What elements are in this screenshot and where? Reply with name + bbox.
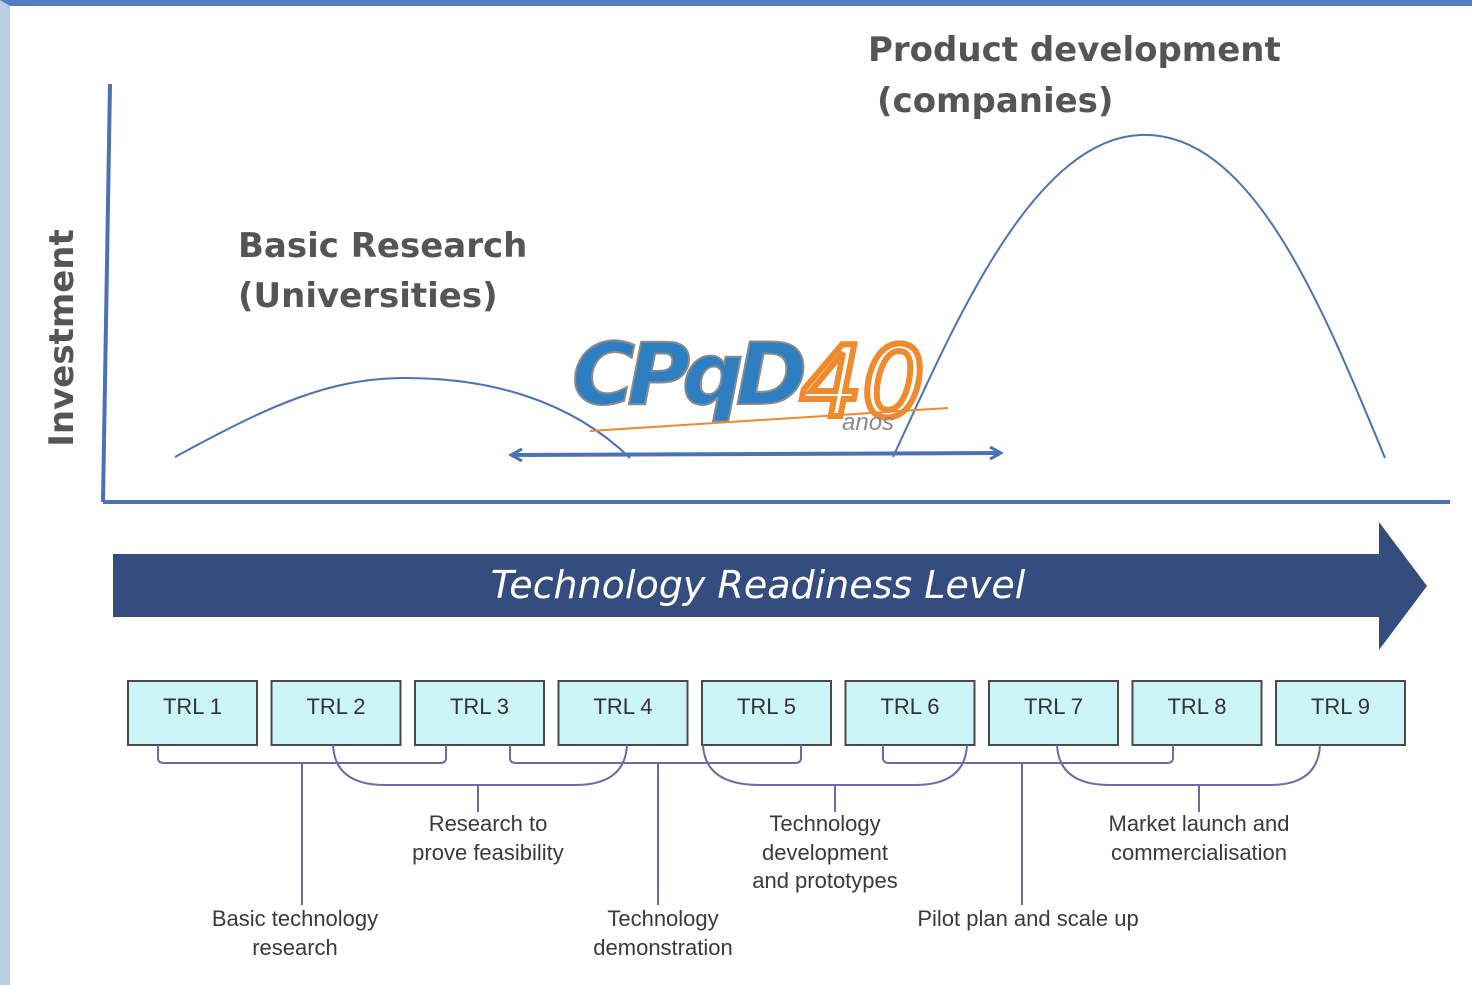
stage-research-prove-1: Research to bbox=[429, 811, 548, 836]
stage-tech-demo-1: Technology bbox=[607, 906, 718, 931]
stage-market-1: Market launch and bbox=[1109, 811, 1290, 836]
y-axis bbox=[101, 83, 112, 503]
bracket-trl6-8 bbox=[882, 745, 1174, 764]
stage-tech-dev-3: and prototypes bbox=[752, 868, 898, 893]
stage-tech-demo-2: demonstration bbox=[593, 935, 732, 960]
trl-box-label-9: TRL 9 bbox=[1311, 694, 1370, 719]
bracket-trl1-2 bbox=[157, 745, 447, 764]
bracket-trl7-9 bbox=[1056, 744, 1321, 786]
trl-box-label-4: TRL 4 bbox=[593, 694, 652, 719]
trl-box-label-1: TRL 1 bbox=[163, 694, 222, 719]
trl-box-4 bbox=[557, 680, 689, 746]
stage-research-prove-2: prove feasibility bbox=[412, 840, 564, 865]
stage-market-2: commercialisation bbox=[1111, 840, 1287, 865]
trl-box-label-5: TRL 5 bbox=[737, 694, 796, 719]
trl-box-label-6: TRL 6 bbox=[880, 694, 939, 719]
trl-boxes: TRL 1 TRL 2 TRL 3 TRL 4 TRL 5 TRL 6 TRL 7 TRL 8… bbox=[127, 680, 1406, 746]
trl-box-5 bbox=[701, 680, 832, 746]
basic-research-subtitle: (Universities) bbox=[238, 276, 498, 316]
trl-box-label-8: TRL 8 bbox=[1167, 694, 1226, 719]
stage-tech-dev-1: Technology bbox=[769, 811, 880, 836]
stage-brackets bbox=[157, 744, 1321, 905]
logo-number: 40 bbox=[800, 326, 925, 440]
trl-box-label-3: TRL 3 bbox=[450, 694, 509, 719]
trl-box-6 bbox=[844, 680, 976, 746]
stage-pilot: Pilot plan and scale up bbox=[917, 906, 1138, 931]
trl-box-3 bbox=[414, 680, 545, 746]
basic-research-curve bbox=[174, 376, 631, 459]
y-axis-label: Investment bbox=[42, 229, 82, 447]
product-development-title: Product development bbox=[868, 30, 1281, 70]
trl-banner-arrow bbox=[113, 522, 1427, 650]
trl-box-1 bbox=[127, 680, 258, 746]
trl-box-8 bbox=[1131, 680, 1263, 746]
stage-basic-tech-2: research bbox=[252, 935, 338, 960]
bracket-trl4-6 bbox=[702, 744, 968, 786]
trl-box-7 bbox=[988, 680, 1119, 746]
product-development-subtitle: (companies) bbox=[877, 81, 1113, 121]
trl-box-label-7: TRL 7 bbox=[1024, 694, 1083, 719]
cpqd-40-logo: CPqD 40 anos bbox=[571, 323, 949, 443]
logo-sub: anos bbox=[842, 409, 894, 436]
stage-tech-dev-2: development bbox=[762, 840, 888, 865]
basic-research-title: Basic Research bbox=[238, 226, 527, 266]
trl-box-9 bbox=[1275, 680, 1406, 746]
trl-box-label-2: TRL 2 bbox=[306, 694, 365, 719]
trl-box-2 bbox=[270, 680, 402, 746]
funding-gap-arrow bbox=[512, 453, 1000, 455]
bracket-trl3-4 bbox=[509, 745, 802, 764]
logo-underline bbox=[589, 407, 949, 432]
stage-labels: Research to prove feasibility Technology… bbox=[212, 811, 1290, 960]
stage-basic-tech-1: Basic technology bbox=[212, 906, 378, 931]
logo-mark-c: CPqD bbox=[572, 325, 804, 425]
product-development-curve bbox=[892, 133, 1386, 459]
trl-banner-label: Technology Readiness Level bbox=[491, 563, 1026, 607]
bracket-trl2-3 bbox=[332, 744, 628, 786]
